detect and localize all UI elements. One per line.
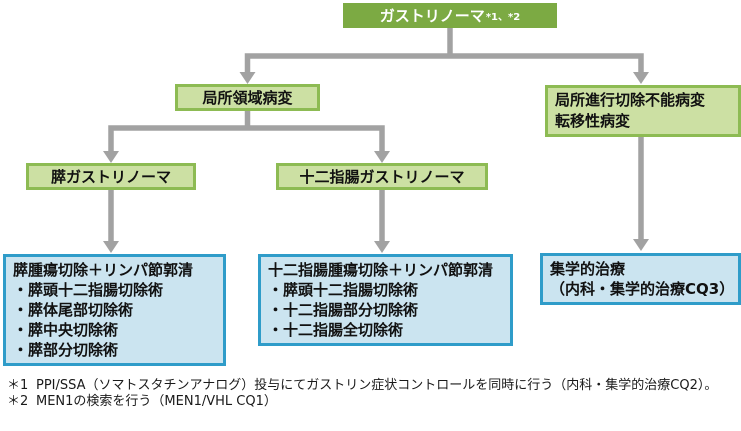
pancreatic-treatment-item: ・膵頭十二指腸切除術 xyxy=(13,281,164,299)
node-duodenal-treatment: 十二指腸腫瘍切除＋リンパ節郭清 ・膵頭十二指腸切除術 ・十二指腸部分切除術 ・十… xyxy=(258,254,513,346)
duodenal-treatment-item: ・十二指腸部分切除術 xyxy=(268,301,419,319)
pancreatic-treatment-item: ・膵部分切除術 xyxy=(13,341,119,359)
node-pancreatic-label: 膵ガストリノーマ xyxy=(50,168,171,186)
node-advanced-line1: 局所進行切除不能病変 xyxy=(555,91,706,109)
footnote-1-marker: ＊1 xyxy=(7,378,29,393)
duodenal-treatment-item: ・膵頭十二指腸切除術 xyxy=(268,281,419,299)
duodenal-treatment-item: ・十二指腸全切除術 xyxy=(268,321,404,339)
arrowhead-duodenal-treatment xyxy=(374,241,390,253)
arrowhead-advanced xyxy=(633,72,649,84)
node-gastrinoma: ガストリノーマ*1、*2 xyxy=(343,3,557,28)
arrowhead-multidisciplinary xyxy=(633,239,649,251)
multidisciplinary-line1: 集学的治療 xyxy=(550,260,626,278)
node-locoregional-label: 局所領域病変 xyxy=(202,89,293,107)
arrowhead-locoregional xyxy=(239,72,256,84)
connector-root-split xyxy=(244,53,644,74)
footnote-2-marker: ＊2 xyxy=(7,393,29,409)
node-duodenal-gastrinoma: 十二指腸ガストリノーマ xyxy=(276,163,488,190)
node-multidisciplinary-treatment: 集学的治療 （内科・集学的治療CQ3） xyxy=(540,253,741,305)
node-locoregional-disease: 局所領域病変 xyxy=(175,84,320,111)
connector-locoregional-split xyxy=(108,125,385,152)
node-advanced-line2: 転移性病変 xyxy=(555,112,631,130)
pancreatic-treatment-title: 膵腫瘍切除＋リンパ節郭清 xyxy=(13,261,194,279)
footnote-2-text: MEN1の検索を行う（MEN1/VHL CQ1） xyxy=(36,393,277,409)
node-duodenal-label: 十二指腸ガストリノーマ xyxy=(299,168,465,186)
arrowhead-pancreatic xyxy=(103,151,119,163)
pancreatic-treatment-item: ・膵中央切除術 xyxy=(13,321,119,339)
multidisciplinary-line2: （内科・集学的治療CQ3） xyxy=(550,280,735,298)
duodenal-treatment-title: 十二指腸腫瘍切除＋リンパ節郭清 xyxy=(268,261,494,279)
footnote-2: ＊2 MEN1の検索を行う（MEN1/VHL CQ1） xyxy=(7,394,726,410)
footnotes: ＊1 PPI/SSA（ソマトスタチンアナログ）投与にてガストリン症状コントロール… xyxy=(7,378,726,409)
arrowhead-pancreatic-treatment xyxy=(103,241,119,253)
node-gastrinoma-footnote-refs: *1、*2 xyxy=(485,12,521,23)
node-pancreatic-treatment: 膵腫瘍切除＋リンパ節郭清 ・膵頭十二指腸切除術 ・膵体尾部切除術 ・膵中央切除術… xyxy=(3,254,226,366)
arrowhead-duodenal xyxy=(374,151,390,163)
footnote-1: ＊1 PPI/SSA（ソマトスタチンアナログ）投与にてガストリン症状コントロール… xyxy=(7,378,726,394)
node-advanced-unresectable: 局所進行切除不能病変 転移性病変 xyxy=(545,85,741,137)
node-gastrinoma-label: ガストリノーマ xyxy=(379,7,485,25)
node-pancreatic-gastrinoma: 膵ガストリノーマ xyxy=(26,163,196,190)
pancreatic-treatment-item: ・膵体尾部切除術 xyxy=(13,301,134,319)
footnote-1-text: PPI/SSA（ソマトスタチンアナログ）投与にてガストリン症状コントロールを同時… xyxy=(36,378,718,393)
